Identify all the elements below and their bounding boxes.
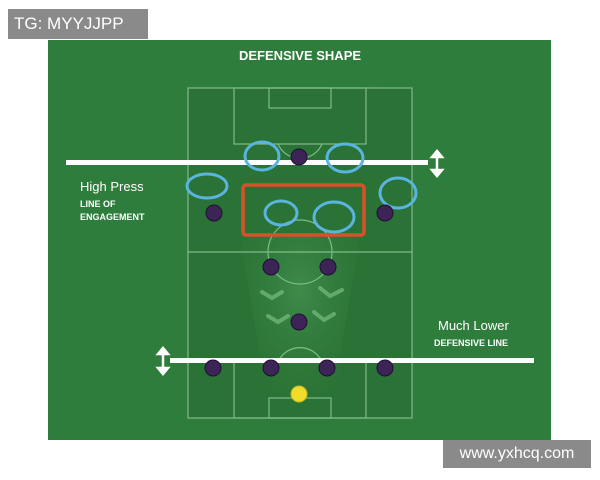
player: [262, 359, 280, 377]
player: [204, 359, 222, 377]
player: [318, 359, 336, 377]
diagram-title: DEFENSIVE SHAPE: [239, 48, 361, 63]
press-ring: [263, 199, 299, 227]
press-zone-box: [241, 183, 366, 237]
pitch-markings: [187, 87, 413, 419]
players: [204, 148, 394, 377]
press-ring: [312, 200, 356, 234]
player: [319, 258, 337, 276]
player: [262, 258, 280, 276]
centre-circle: [267, 219, 333, 285]
press-ring: [243, 140, 281, 172]
player: [290, 313, 308, 331]
player: [205, 204, 223, 222]
goalkeeper: [290, 385, 308, 403]
defensive-line-bar: [170, 358, 534, 363]
high-press-label: High Press: [80, 179, 144, 194]
line-of-engagement-label-line2: ENGAGEMENT: [80, 212, 145, 222]
opponent-player: [290, 148, 308, 166]
defensive-line-arrow-icon: [155, 346, 171, 376]
top-goal-area: [268, 87, 332, 109]
telegram-watermark: TG: MYYJJPP: [8, 9, 148, 39]
player: [376, 359, 394, 377]
press-ring: [378, 176, 418, 210]
much-lower-label: Much Lower: [438, 318, 509, 333]
site-watermark: www.yxhcq.com: [443, 440, 591, 468]
engagement-line-arrow-icon: [429, 149, 445, 178]
press-ring: [185, 172, 229, 200]
player: [376, 204, 394, 222]
line-of-engagement-label-line1: LINE OF: [80, 199, 116, 209]
drop-arrows: [260, 286, 344, 325]
bottom-penalty-arc: [277, 346, 323, 363]
defensive-line-label: DEFENSIVE LINE: [434, 338, 508, 348]
press-rings: [185, 140, 418, 234]
press-ring: [325, 142, 365, 174]
